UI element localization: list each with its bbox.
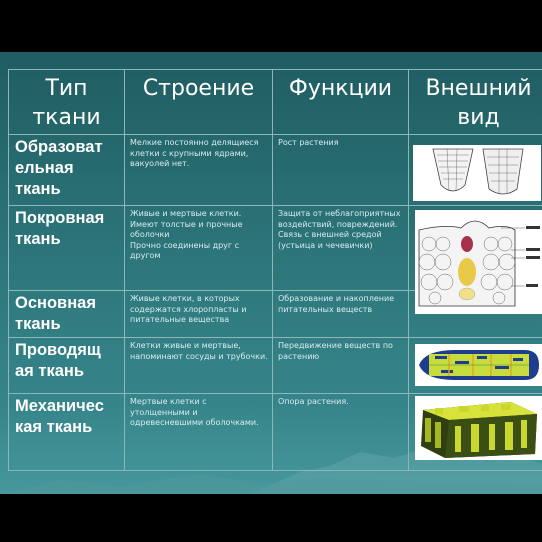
- appearance-box: [409, 135, 542, 205]
- appearance-cell: [408, 393, 542, 471]
- functions-text: Передвижение веществ по растению: [278, 341, 393, 361]
- sclerenchyma-illustration: [415, 396, 542, 460]
- table-row: Механичес кая ткань Мертвые клетки с уто…: [8, 393, 542, 471]
- functions-cell: Защита от неблагоприятных воздействий, п…: [272, 205, 409, 291]
- functions-cell: Рост растения: [272, 134, 409, 206]
- table-row: Образоват ельная ткань Мелкие постоянно …: [8, 134, 542, 206]
- structure-cell: Живые и мертвые клетки. Имеют толстые и …: [124, 205, 273, 291]
- tissue-type-line: ткань: [15, 315, 61, 333]
- functions-text: Связь с внешней средой (устьица и чечеви…: [278, 230, 382, 250]
- structure-text: Мертвые клетки с утолщенными и одревесне…: [130, 397, 259, 427]
- structure-cell: Мертвые клетки с утолщенными и одревесне…: [124, 393, 273, 471]
- structure-text: Живые и мертвые клетки.: [130, 209, 242, 218]
- tissue-type-line: Покровная: [15, 209, 105, 227]
- appearance-box: [409, 338, 542, 393]
- tissue-type-line: ая ткань: [15, 362, 85, 380]
- header-tissue-type: Тип ткани: [8, 69, 125, 135]
- functions-text: Защита от неблагоприятных воздействий, п…: [278, 209, 401, 229]
- header-appearance-line1: Внешний: [425, 76, 532, 101]
- tissue-type-cell: Образоват ельная ткань: [8, 134, 125, 206]
- tissue-table: Тип ткани Строение Функции Внешний вид О…: [8, 69, 542, 471]
- vascular-strand-illustration: [415, 344, 542, 386]
- meristem-illustration: [413, 145, 541, 201]
- structure-text: Прочно соединены друг с другом: [130, 240, 240, 261]
- tissue-type-line: Механичес: [15, 397, 104, 415]
- appearance-box: [409, 394, 542, 470]
- structure-cell: Клетки живые и мертвые, напоминают сосуд…: [124, 337, 273, 394]
- structure-text: Живые клетки, в которых содержатся хлоро…: [130, 294, 247, 324]
- functions-cell: Передвижение веществ по растению: [272, 337, 409, 394]
- structure-cell: Живые клетки, в которых содержатся хлоро…: [124, 290, 273, 338]
- structure-text: Имеют толстые и прочные оболочки: [130, 219, 243, 240]
- appearance-cell: [408, 337, 542, 394]
- header-appearance: Внешний вид: [408, 69, 542, 135]
- appearance-box: [409, 206, 542, 314]
- structure-text: Мелкие постоянно делящиеся клетки с круп…: [130, 138, 259, 168]
- functions-cell: Образование и накопление питательных вещ…: [272, 290, 409, 338]
- tissue-type-cell: Основная ткань: [8, 290, 125, 338]
- tissue-type-line: ельная: [15, 159, 74, 177]
- header-structure: Строение: [124, 69, 273, 135]
- tissue-type-line: Основная: [15, 294, 96, 312]
- table-row: Проводящ ая ткань Клетки живые и мертвые…: [8, 337, 542, 394]
- tissue-type-line: Проводящ: [15, 341, 101, 359]
- functions-text: Образование и накопление питательных вещ…: [278, 294, 395, 314]
- header-functions: Функции: [272, 69, 409, 135]
- header-row: Тип ткани Строение Функции Внешний вид: [8, 69, 542, 135]
- tissue-type-line: ткань: [15, 230, 61, 248]
- structure-text: Клетки живые и мертвые, напоминают сосуд…: [130, 341, 268, 361]
- appearance-cell: [408, 205, 542, 314]
- functions-text: Опора растения.: [278, 397, 349, 406]
- slide: Тип ткани Строение Функции Внешний вид О…: [0, 52, 542, 494]
- functions-text: Рост растения: [278, 138, 339, 147]
- structure-cell: Мелкие постоянно делящиеся клетки с круп…: [124, 134, 273, 206]
- header-appearance-line2: вид: [457, 105, 500, 130]
- tissue-type-cell: Проводящ ая ткань: [8, 337, 125, 394]
- header-tissue-type-line2: ткани: [32, 105, 101, 130]
- functions-cell: Опора растения.: [272, 393, 409, 471]
- tissue-type-cell: Механичес кая ткань: [8, 393, 125, 471]
- tissue-type-line: Образоват: [15, 138, 103, 156]
- table-row: Покровная ткань Живые и мертвые клетки. …: [8, 205, 542, 314]
- tissue-type-cell: Покровная ткань: [8, 205, 125, 291]
- tissue-type-line: ткань: [15, 180, 61, 198]
- appearance-cell: [408, 134, 542, 206]
- epidermis-stoma-illustration: [415, 210, 542, 314]
- tissue-type-line: кая ткань: [15, 418, 93, 436]
- header-tissue-type-line1: Тип: [45, 76, 88, 101]
